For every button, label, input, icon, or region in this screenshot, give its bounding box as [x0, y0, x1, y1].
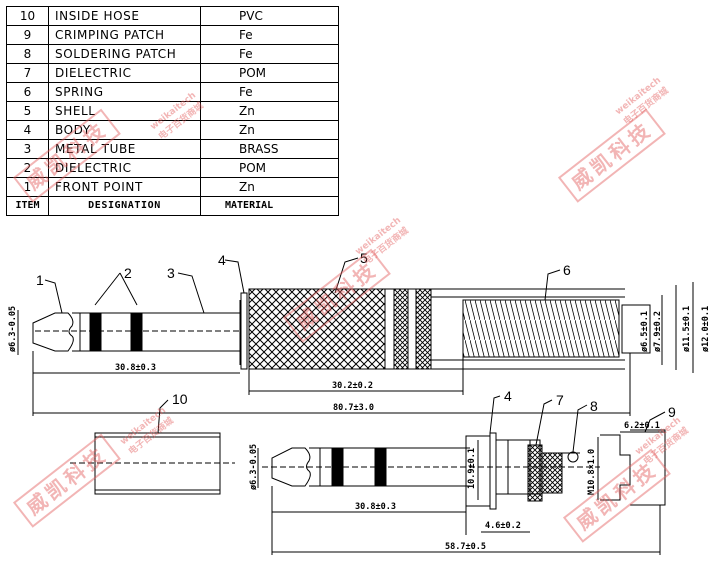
dim-thread: M10.8×1.0 — [587, 449, 597, 495]
header-designation: DESIGNATION — [48, 196, 201, 216]
dim-tip-len-bottom: 30.8±0.3 — [355, 502, 396, 512]
dim-d79: ø7.9±0.2 — [653, 311, 663, 352]
callout-10: 10 — [172, 391, 188, 407]
callout-5: 5 — [360, 250, 368, 266]
inside-hose — [70, 399, 235, 495]
material: Fe — [200, 44, 339, 64]
callout-3: 3 — [167, 265, 175, 281]
top-leaders — [44, 257, 561, 314]
top-body-flange — [240, 292, 248, 370]
top-dimensions — [17, 282, 694, 416]
bottom-dimensions — [257, 431, 665, 555]
top-plug-tip — [32, 300, 241, 365]
dim-spring-dia: ø6.5±0.1 — [640, 311, 650, 352]
callout-1: 1 — [36, 272, 44, 288]
bottom-leaders — [489, 395, 666, 453]
designation: DIELECTRIC — [48, 63, 201, 83]
bottom-plug — [262, 429, 666, 510]
material: POM — [200, 158, 339, 178]
designation: BODY — [48, 120, 201, 140]
top-shell-knurl — [248, 288, 625, 370]
dim-tip-dia-top: ø6.3-0.05 — [8, 306, 18, 352]
dim-tip-dia-bottom: ø6.3-0.05 — [249, 444, 259, 490]
designation: METAL TUBE — [48, 139, 201, 159]
callout-6: 6 — [563, 262, 571, 278]
dim-crimp-len: 6.2±0.1 — [624, 421, 660, 431]
dim-overall-len-bottom: 58.7±0.5 — [445, 542, 486, 552]
dim-flange-len: 4.6±0.2 — [485, 521, 521, 531]
callout-4-bottom: 4 — [504, 388, 512, 404]
dim-shell-len: 30.2±0.2 — [332, 381, 373, 391]
dim-tip-len-top: 30.8±0.3 — [115, 363, 156, 373]
callout-4-top: 4 — [218, 252, 226, 268]
top-spring — [462, 299, 651, 358]
dim-d115: ø11.5±0.1 — [682, 306, 692, 352]
header-material: MATERIAL — [200, 196, 339, 216]
callout-8: 8 — [590, 398, 598, 414]
callout-9: 9 — [668, 404, 676, 420]
dim-d120: ø12.0±0.1 — [701, 306, 711, 352]
dim-overall-len-top: 80.7±3.0 — [333, 403, 374, 413]
dim-flange-dia: 10.9±0.1 — [467, 448, 477, 489]
designation: DIELECTRIC — [48, 158, 201, 178]
callout-7: 7 — [556, 392, 564, 408]
callout-2: 2 — [124, 265, 132, 281]
